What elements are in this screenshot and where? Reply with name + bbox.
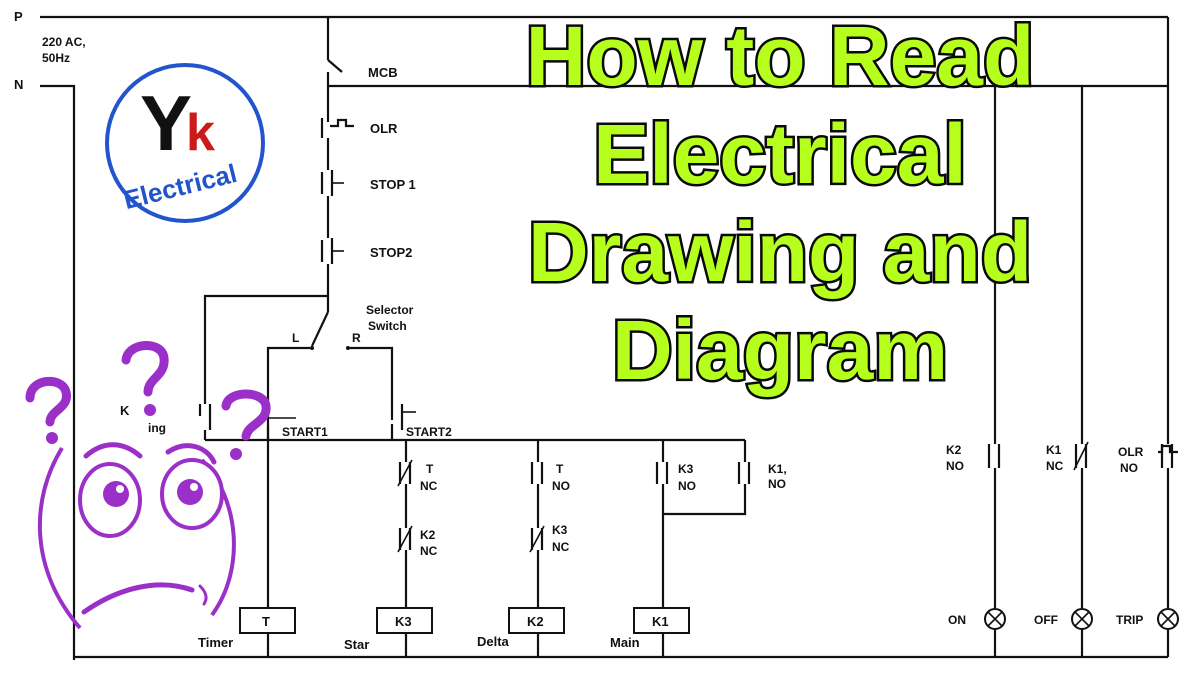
selector-r-label: R bbox=[352, 331, 361, 345]
star-k2-nc-label: NC bbox=[420, 544, 438, 558]
confused-face-icon bbox=[25, 341, 271, 630]
mcb-label: MCB bbox=[368, 65, 398, 80]
on-k2-no-label: NO bbox=[946, 459, 964, 473]
timer-coil bbox=[239, 607, 296, 634]
star-coil bbox=[376, 607, 433, 634]
delta-t-label: T bbox=[556, 462, 564, 476]
yk-electrical-logo: Y k Electrical bbox=[105, 63, 265, 223]
k2-no-aux-contact bbox=[987, 444, 1001, 468]
off-k1-nc-label: NC bbox=[1046, 459, 1064, 473]
phase-label: P bbox=[14, 9, 23, 24]
start1-label: START1 bbox=[282, 425, 328, 439]
start2-label: START2 bbox=[406, 425, 452, 439]
on-lamp bbox=[984, 608, 1006, 630]
selector-label-line1: Selector bbox=[366, 303, 414, 317]
trip-lamp bbox=[1157, 608, 1179, 630]
logo-letter-k: k bbox=[186, 104, 215, 162]
holding-contact bbox=[198, 404, 212, 440]
stop2-button bbox=[320, 238, 344, 312]
k3-nc-contact bbox=[529, 525, 545, 553]
main-coil bbox=[633, 607, 690, 634]
k2-nc-contact bbox=[397, 525, 413, 553]
k1-nc-aux-contact bbox=[1073, 441, 1089, 471]
on-k2-label: K2 bbox=[946, 443, 962, 457]
title-line-3: Drawing and bbox=[528, 205, 1032, 299]
star-coil-text: K3 bbox=[395, 614, 412, 629]
supply-rating-line2: 50Hz bbox=[42, 51, 70, 65]
star-t-nc-label: NC bbox=[420, 479, 438, 493]
trip-lamp-label: TRIP bbox=[1116, 613, 1143, 627]
holding-contact-label: K bbox=[120, 403, 130, 418]
star-t-label: T bbox=[426, 462, 434, 476]
off-k1-label: K1 bbox=[1046, 443, 1062, 457]
timer-coil-text: T bbox=[262, 614, 270, 629]
mcb-breaker bbox=[326, 59, 343, 86]
olr-contact bbox=[320, 118, 354, 170]
main-label: Main bbox=[610, 635, 640, 650]
olr-no-aux-contact bbox=[1158, 444, 1178, 468]
k3-no-contact bbox=[655, 462, 669, 484]
off-lamp bbox=[1071, 608, 1093, 630]
left-eye bbox=[78, 462, 142, 538]
selector-label-line2: Switch bbox=[368, 319, 407, 333]
stop1-button bbox=[320, 170, 344, 238]
delta-k3-label: K3 bbox=[552, 523, 568, 537]
selector-switch bbox=[310, 311, 350, 350]
title-line-1: How to Read bbox=[526, 9, 1035, 103]
delta-k3-nc-label: NC bbox=[552, 540, 570, 554]
stop2-label: STOP2 bbox=[370, 245, 412, 260]
main-k1-label: K1, bbox=[768, 462, 787, 476]
k1-no-contact bbox=[737, 462, 751, 484]
holding-contact-desc: ing bbox=[148, 421, 166, 435]
start1-button bbox=[266, 417, 296, 440]
timer-nc-contact bbox=[397, 459, 413, 487]
start2-button bbox=[390, 404, 416, 440]
title-line-4: Diagram bbox=[612, 303, 948, 397]
off-lamp-label: OFF bbox=[1034, 613, 1058, 627]
logo-letter-y: Y bbox=[140, 79, 192, 167]
star-label: Star bbox=[344, 637, 369, 652]
question-mark-icon bbox=[221, 389, 271, 460]
on-lamp-label: ON bbox=[948, 613, 966, 627]
main-coil-text: K1 bbox=[652, 614, 669, 629]
neutral-rail bbox=[40, 84, 76, 660]
delta-coil bbox=[508, 607, 565, 634]
neutral-label: N bbox=[14, 77, 23, 92]
trip-olr-no-label: NO bbox=[1120, 461, 1138, 475]
delta-coil-text: K2 bbox=[527, 614, 544, 629]
delta-label: Delta bbox=[477, 634, 510, 649]
timer-no-contact bbox=[530, 462, 544, 484]
title-line-2: Electrical bbox=[593, 107, 967, 201]
video-title: How to Read Electrical Drawing and Diagr… bbox=[523, 7, 1037, 400]
trip-olr-label: OLR bbox=[1118, 445, 1144, 459]
stop1-label: STOP 1 bbox=[370, 177, 416, 192]
star-k2-label: K2 bbox=[420, 528, 436, 542]
right-eye bbox=[160, 458, 224, 530]
question-mark-icon bbox=[25, 376, 71, 444]
delta-t-no-label: NO bbox=[552, 479, 570, 493]
timer-label: Timer bbox=[198, 635, 233, 650]
main-k1-no-label: NO bbox=[768, 477, 786, 491]
supply-rating-line1: 220 AC, bbox=[42, 35, 86, 49]
main-k3-no-label: NO bbox=[678, 479, 696, 493]
main-k3-label: K3 bbox=[678, 462, 694, 476]
question-mark-icon bbox=[121, 341, 169, 416]
selector-l-label: L bbox=[292, 331, 299, 345]
olr-label: OLR bbox=[370, 121, 398, 136]
